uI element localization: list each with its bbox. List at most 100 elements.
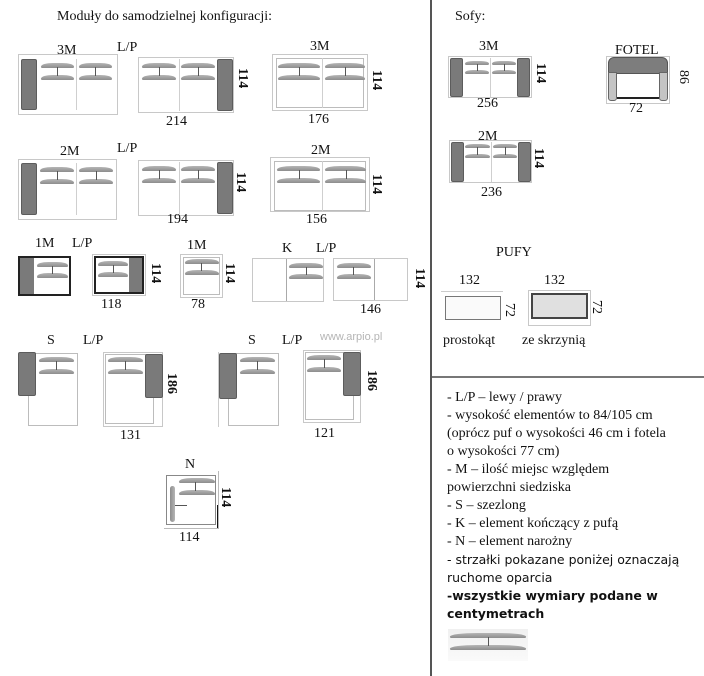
width-label: 121 [314, 426, 335, 441]
backrest [79, 167, 113, 172]
backrest [493, 144, 517, 148]
watermark: www.arpio.pl [320, 331, 383, 343]
module-1m-right [92, 254, 146, 296]
module-s-left [18, 352, 79, 427]
backrest-arrow [195, 482, 196, 491]
backrest [307, 355, 341, 360]
armchair-label: FOTEL [615, 43, 659, 58]
section-title-modules: Moduły do samodzielnej konfiguracji: [57, 9, 273, 24]
depth-label: 114 [369, 174, 384, 195]
backrest [465, 61, 489, 65]
module-k-left [252, 258, 324, 302]
armrest [659, 72, 668, 101]
backrest [142, 75, 176, 80]
pouf-depth-label: 72 [502, 303, 517, 317]
vertical-divider [430, 0, 432, 676]
backrest-arrow [306, 267, 307, 275]
module-label: N [185, 457, 196, 472]
armrest [219, 353, 237, 399]
depth-label: 86 [676, 70, 691, 84]
legend-line-bold: centymetrach [447, 606, 545, 621]
backrest-arrow [345, 67, 346, 76]
backrest-arrow [299, 170, 300, 179]
legend-line: - L/P – lewy / prawy [447, 390, 562, 405]
backrest [179, 490, 215, 495]
module-label: 1M [187, 238, 207, 253]
backrest [465, 154, 490, 158]
backrest-arrow [488, 637, 489, 646]
legend: - L/P – lewy / prawy - wysokość elementó… [447, 389, 702, 623]
section-title-poufs: PUFY [496, 245, 532, 260]
armrest [517, 58, 530, 97]
width-label: 214 [166, 114, 187, 129]
module-1m [180, 254, 223, 298]
backrest [181, 178, 215, 183]
depth-label: 186 [164, 373, 179, 394]
backrest-arrow [96, 171, 97, 180]
pouf-width-label: 132 [544, 273, 565, 288]
dimension-tick [217, 505, 218, 528]
backrest-arrow [505, 147, 506, 155]
backrest [450, 633, 526, 638]
armrest [217, 162, 233, 214]
legend-line: (oprócz puf o wysokości 46 cm i fotela [447, 426, 666, 441]
backrest [108, 357, 143, 362]
armrest [145, 354, 163, 398]
pouf-with-storage [531, 293, 588, 319]
backrest-arrow [477, 64, 478, 71]
backrest-arrow [198, 67, 199, 76]
backrest [465, 144, 490, 148]
width-label: 131 [120, 428, 141, 443]
backrest-arrow [477, 147, 478, 155]
backrest-arrow [346, 170, 347, 179]
backrest [325, 63, 365, 68]
legend-line: o wysokości 77 cm) [447, 444, 560, 459]
legend-line: - M – ilość miejsc względem [447, 462, 610, 477]
backrest-arrow [201, 263, 202, 271]
movable-backrest-icon [448, 629, 528, 661]
module-label: S [47, 333, 55, 348]
backrest-arrow [159, 170, 160, 179]
backrest [181, 166, 215, 171]
sofa-3m [448, 56, 532, 98]
backrest [185, 270, 219, 275]
side-arrow-icon [175, 505, 187, 506]
backrest [37, 273, 68, 278]
armrest [129, 258, 142, 292]
armrest [608, 72, 617, 101]
variant-label: L/P [117, 40, 138, 55]
backrest [325, 178, 366, 183]
seat-divider [179, 59, 180, 111]
backrest [179, 478, 215, 483]
backrest [37, 262, 68, 267]
backrest-arrow [52, 266, 53, 274]
armrest [20, 258, 34, 294]
legend-line: - N – element narożny [447, 534, 573, 549]
backrest [142, 178, 176, 183]
module-s-right [303, 350, 361, 423]
armrest [18, 352, 36, 396]
seat-divider [491, 142, 492, 182]
module-2m-right [138, 160, 234, 216]
seat-divider [76, 163, 77, 215]
depth-label: 114 [412, 268, 427, 289]
backrest [142, 166, 176, 171]
backrest [41, 75, 74, 80]
armchair-back [608, 57, 668, 74]
width-label: 114 [179, 530, 200, 545]
backrest-arrow [353, 267, 354, 275]
module-1m-left [18, 256, 71, 296]
seat-divider [322, 161, 323, 211]
backrest [185, 259, 219, 264]
backrest-arrow [504, 64, 505, 71]
module-3m-right [138, 57, 234, 113]
backrest [79, 75, 112, 80]
depth-label: 114 [533, 63, 548, 84]
module-label: K [282, 241, 293, 256]
module-label: S [248, 333, 256, 348]
legend-line: - strzałki pokazane poniżej oznaczają [447, 552, 680, 567]
pouf-rectangle [445, 296, 501, 320]
pouf-top-line [441, 291, 503, 292]
depth-label: 114 [148, 263, 163, 284]
module-3m [272, 54, 368, 111]
